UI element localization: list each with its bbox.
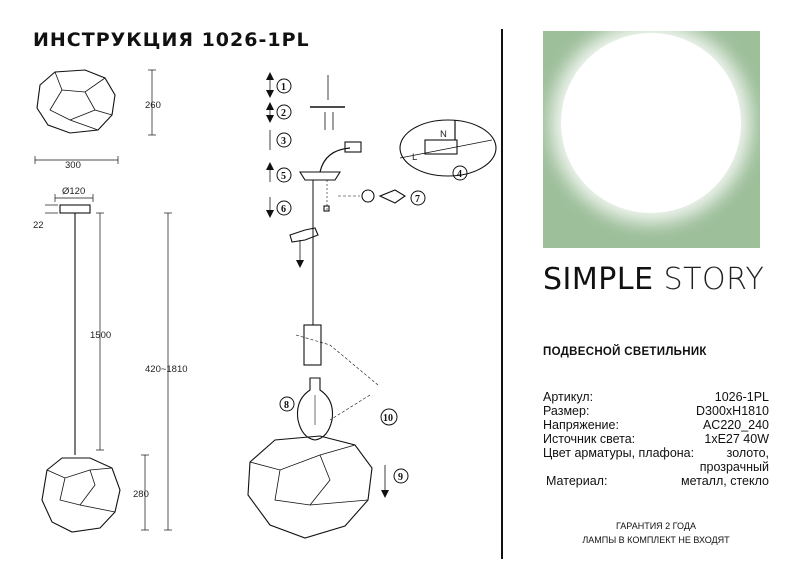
step-9: 9 xyxy=(398,472,403,483)
hand-icon xyxy=(289,227,319,243)
brand-logo: SIMPLE STORY xyxy=(543,262,764,297)
spec-value: прозрачный xyxy=(699,460,769,474)
spec-value: металл, стекло xyxy=(681,474,769,488)
bulb-outline xyxy=(296,377,334,441)
spec-key: Размер: xyxy=(543,404,590,418)
spec-key: Артикул: xyxy=(543,390,594,404)
page-title: ИНСТРУКЦИЯ 1026-1PL xyxy=(33,29,310,51)
brand-part-2: STORY xyxy=(663,262,765,297)
step-6: 6 xyxy=(281,204,286,215)
vertical-divider xyxy=(501,29,503,559)
step-8: 8 xyxy=(284,400,289,411)
step-4: 4 xyxy=(457,169,462,180)
dim-height-label: 260 xyxy=(145,100,161,111)
step-5: 5 xyxy=(281,171,286,182)
step-10: 10 xyxy=(383,413,393,424)
spec-row: Материал: металл, стекло xyxy=(543,474,769,488)
spec-value: D300xH1810 xyxy=(696,404,769,418)
spec-value: золото, xyxy=(726,446,769,460)
step-1: 1 xyxy=(281,82,286,93)
product-type: ПОДВЕСНОЙ СВЕТИЛЬНИК xyxy=(543,346,707,358)
spec-row: Размер: D300xH1810 xyxy=(543,404,769,418)
step-7: 7 xyxy=(415,194,420,205)
spec-key: Цвет арматуры, плафона: xyxy=(543,446,695,460)
step-markers: 1 2 3 4 5 6 7 8 9 10 xyxy=(276,78,468,484)
spec-key: Напряжение: xyxy=(543,418,619,432)
spec-row: Источник света: 1xE27 40W xyxy=(543,432,769,446)
spec-row: Цвет арматуры, плафона: золото, xyxy=(543,446,769,460)
technical-drawing: 260 300 Ø120 22 1500 420~1810 280 1 2 3 … xyxy=(33,69,497,539)
warranty-note: ГАРАНТИЯ 2 ГОДА xyxy=(616,521,696,531)
lamps-note: ЛАМПЫ В КОМПЛЕКТ НЕ ВХОДЯТ xyxy=(582,535,730,545)
product-hero-image xyxy=(543,31,760,248)
step-2: 2 xyxy=(281,108,286,119)
wire-l-label: L xyxy=(412,152,417,163)
spec-value: AC220_240 xyxy=(702,418,769,432)
wiring-detail xyxy=(399,119,497,177)
spec-value: 1xE27 40W xyxy=(704,432,769,446)
dim-total-height-label: 420~1810 xyxy=(145,364,188,375)
dim-width-label: 300 xyxy=(65,160,81,171)
assembly-canopy xyxy=(299,171,341,181)
spec-key: Источник света: xyxy=(543,432,636,446)
assembly-shade xyxy=(247,435,373,539)
dim-canopy-height-label: 22 xyxy=(33,220,44,231)
spec-row: Артикул: 1026-1PL xyxy=(543,390,769,404)
step-3: 3 xyxy=(281,136,286,147)
dim-cable-length-label: 1500 xyxy=(90,330,111,341)
wire-n-label: N xyxy=(440,129,447,140)
spec-row: Напряжение: AC220_240 xyxy=(543,418,769,432)
brand-part-1: SIMPLE xyxy=(543,262,654,297)
dim-canopy-diameter-label: Ø120 xyxy=(62,186,85,197)
spec-key: Материал: xyxy=(546,474,608,488)
canopy-outline xyxy=(59,204,91,214)
spec-value: 1026-1PL xyxy=(714,390,769,404)
socket-outline xyxy=(303,324,322,366)
dim-shade-height-label: 280 xyxy=(133,489,149,500)
shade-side-outline xyxy=(41,457,121,533)
glow-circle xyxy=(561,33,741,213)
spec-row: прозрачный xyxy=(543,460,769,474)
